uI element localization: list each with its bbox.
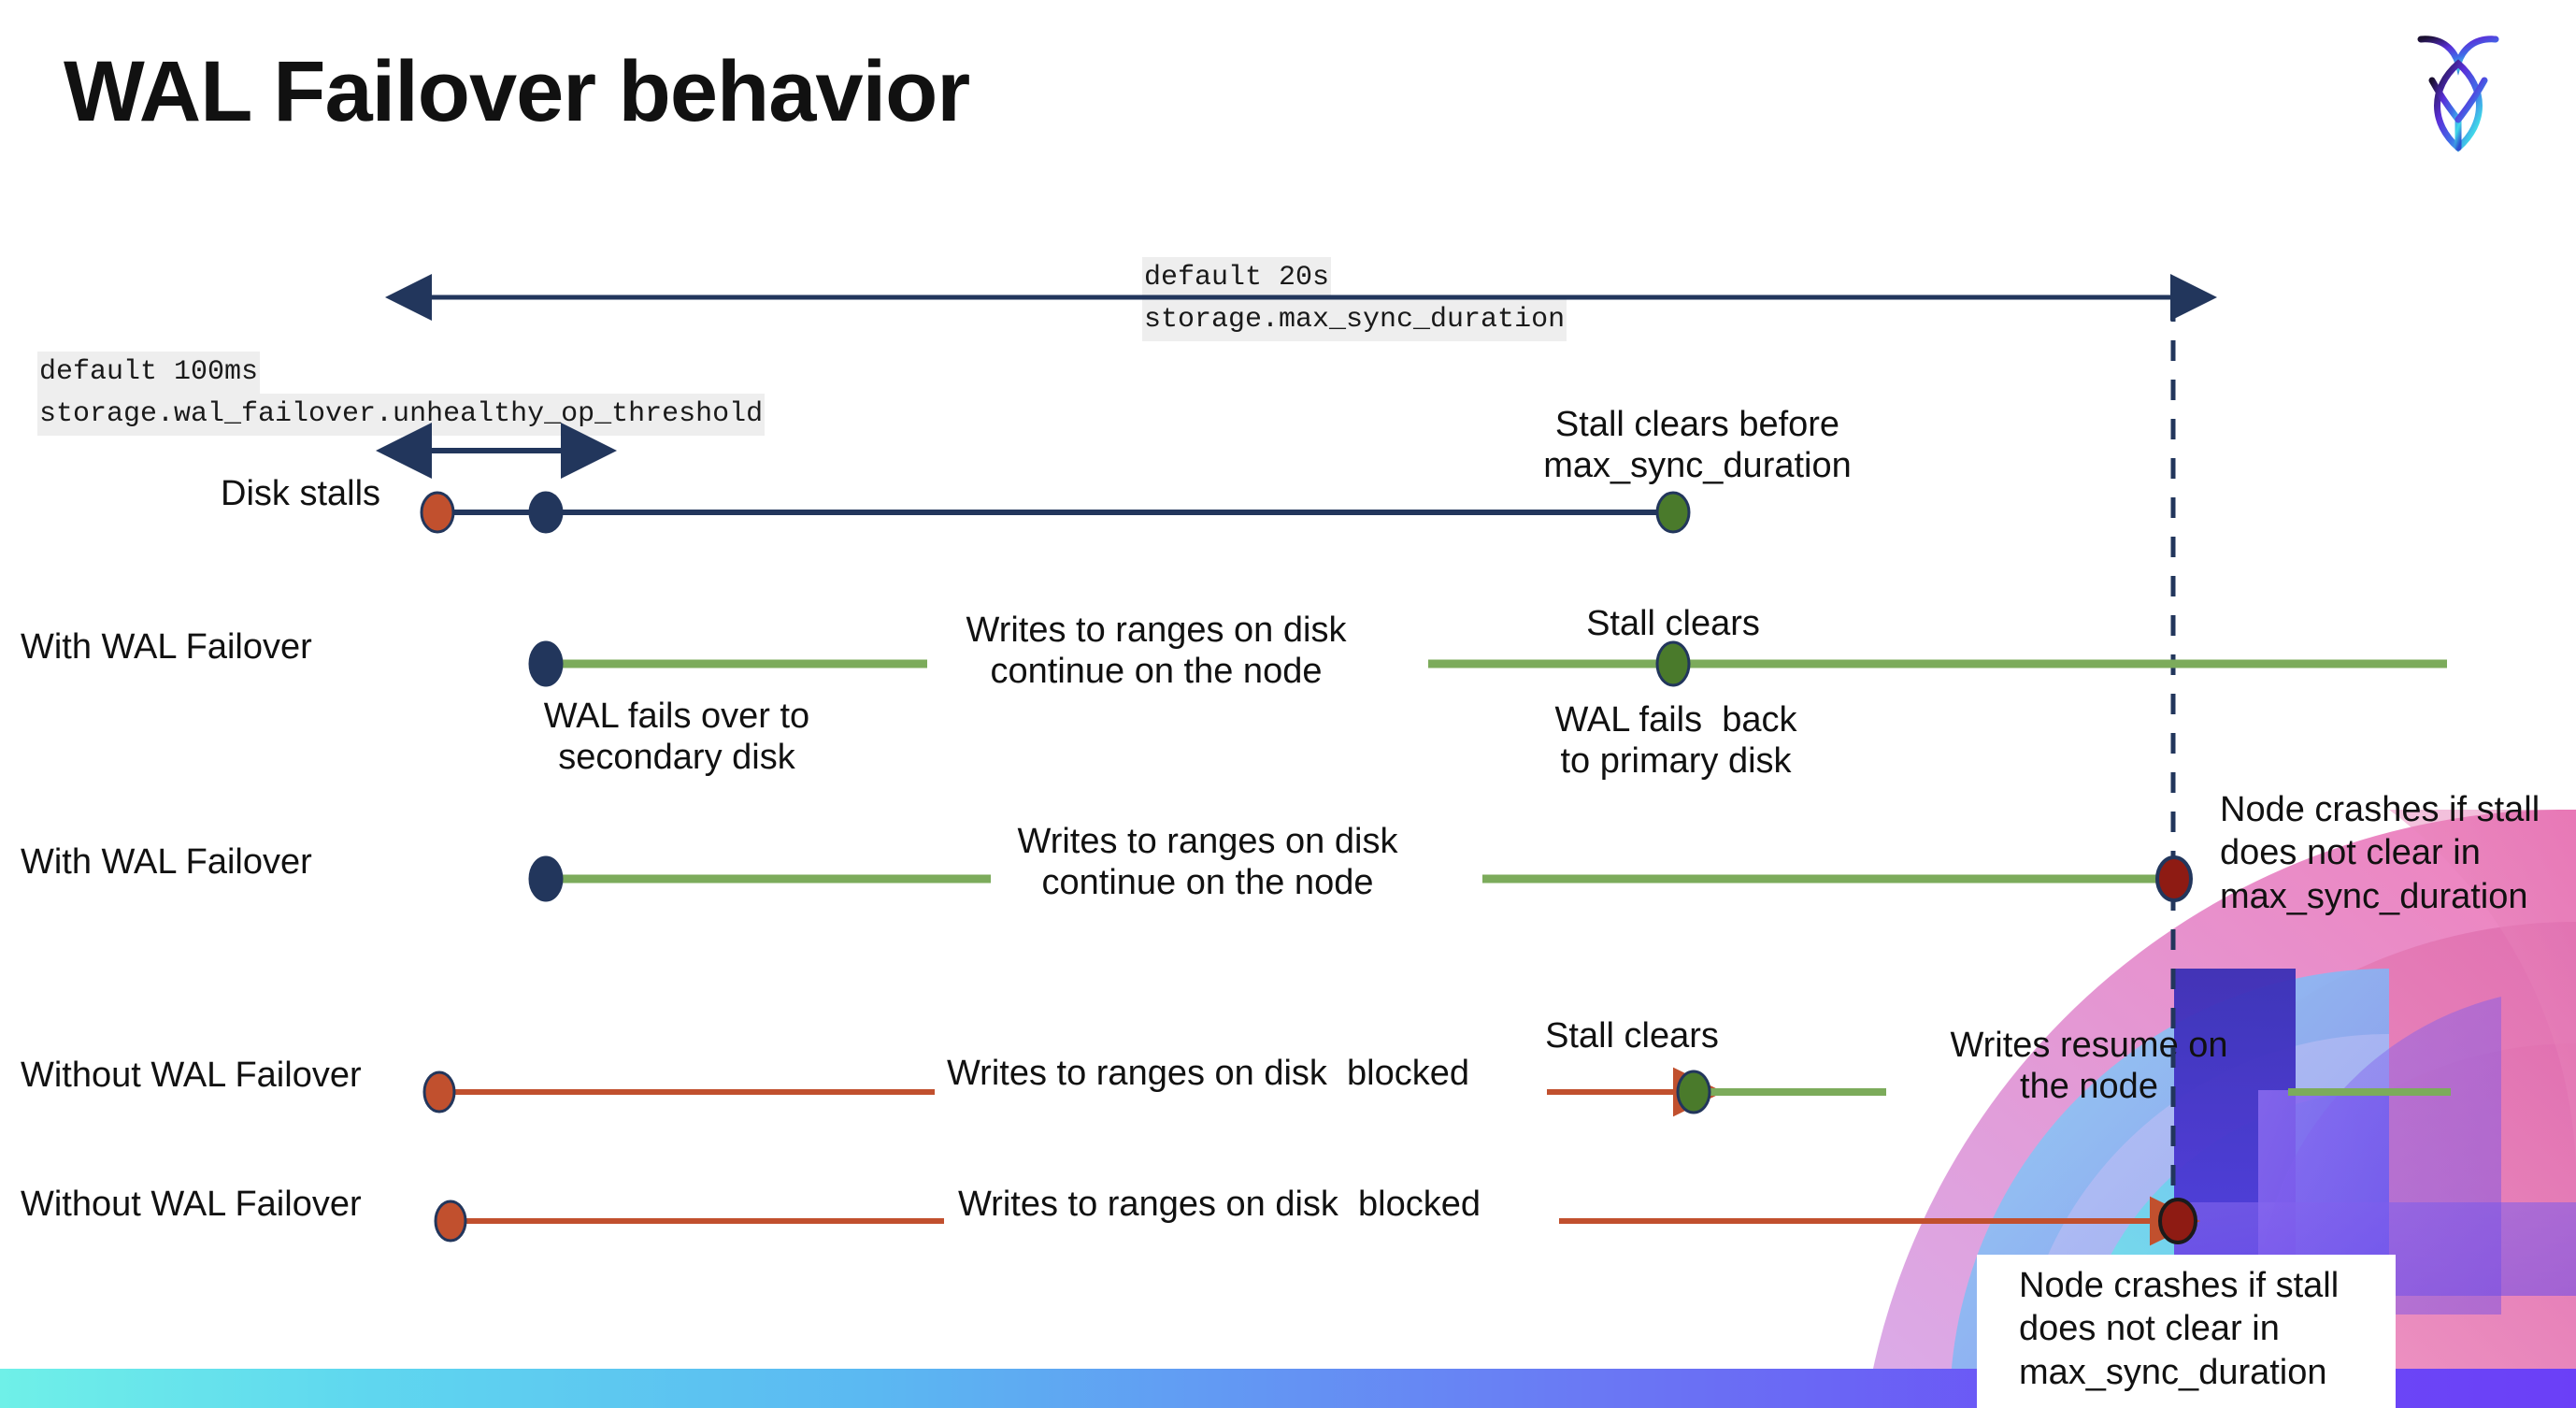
stall-start-dot	[420, 491, 455, 534]
note-writes-continue-row3: Writes to ranges on disk continue on the…	[1017, 822, 1398, 903]
note-stall-clears-row2: Stall clears	[1586, 604, 1760, 643]
row-with-failover-clears-timeline	[528, 640, 2447, 687]
unhealthy-op-default-label: default 100ms	[37, 352, 261, 394]
failover-trigger-dot	[528, 491, 564, 534]
row-with-failover-crash-timeline	[528, 855, 2193, 902]
note-writes-blocked-row4: Writes to ranges on disk blocked	[947, 1053, 1470, 1093]
note-node-crashes-row5: Node crashes if stall does not clear in …	[2019, 1266, 2340, 1392]
failover-start-dot	[528, 640, 564, 687]
cockroachdb-logo-icon	[2406, 22, 2511, 163]
row-without-failover-clears-timeline	[422, 1067, 2451, 1117]
stall-clear-dot	[1676, 1070, 1711, 1114]
node-crash-dot	[2155, 855, 2193, 902]
note-node-crashes-row3: Node crashes if stall does not clear in …	[2220, 790, 2540, 916]
row-label-without-failover-1: Without WAL Failover	[21, 1055, 362, 1095]
stall-clear-dot	[1655, 491, 1691, 534]
note-wal-fails-back-primary: WAL fails back to primary disk	[1554, 700, 1797, 782]
note-writes-resume-row4: Writes resume on the node	[1950, 1026, 2228, 1107]
note-writes-blocked-row5: Writes to ranges on disk blocked	[958, 1184, 1481, 1224]
row-label-with-failover-1: With WAL Failover	[21, 626, 312, 667]
row-without-failover-crash-timeline	[434, 1196, 2200, 1246]
stall-start-dot	[434, 1200, 467, 1243]
row-label-disk-stalls: Disk stalls	[221, 473, 381, 513]
node-crash-dot	[2158, 1198, 2197, 1244]
failover-start-dot	[528, 855, 564, 902]
row-label-with-failover-2: With WAL Failover	[21, 841, 312, 882]
page-title: WAL Failover behavior	[64, 44, 970, 139]
row-disk-stalls-timeline	[420, 491, 1691, 534]
note-stall-clears-before-max-sync: Stall clears before max_sync_duration	[1543, 405, 1852, 486]
note-writes-continue-row2: Writes to ranges on disk continue on the…	[966, 611, 1347, 692]
stall-clear-dot	[1655, 640, 1691, 687]
note-wal-fails-over-secondary: WAL fails over to secondary disk	[543, 697, 810, 778]
stall-start-dot	[422, 1070, 456, 1113]
note-stall-clears-row4: Stall clears	[1545, 1016, 1719, 1056]
row-label-without-failover-2: Without WAL Failover	[21, 1184, 362, 1224]
